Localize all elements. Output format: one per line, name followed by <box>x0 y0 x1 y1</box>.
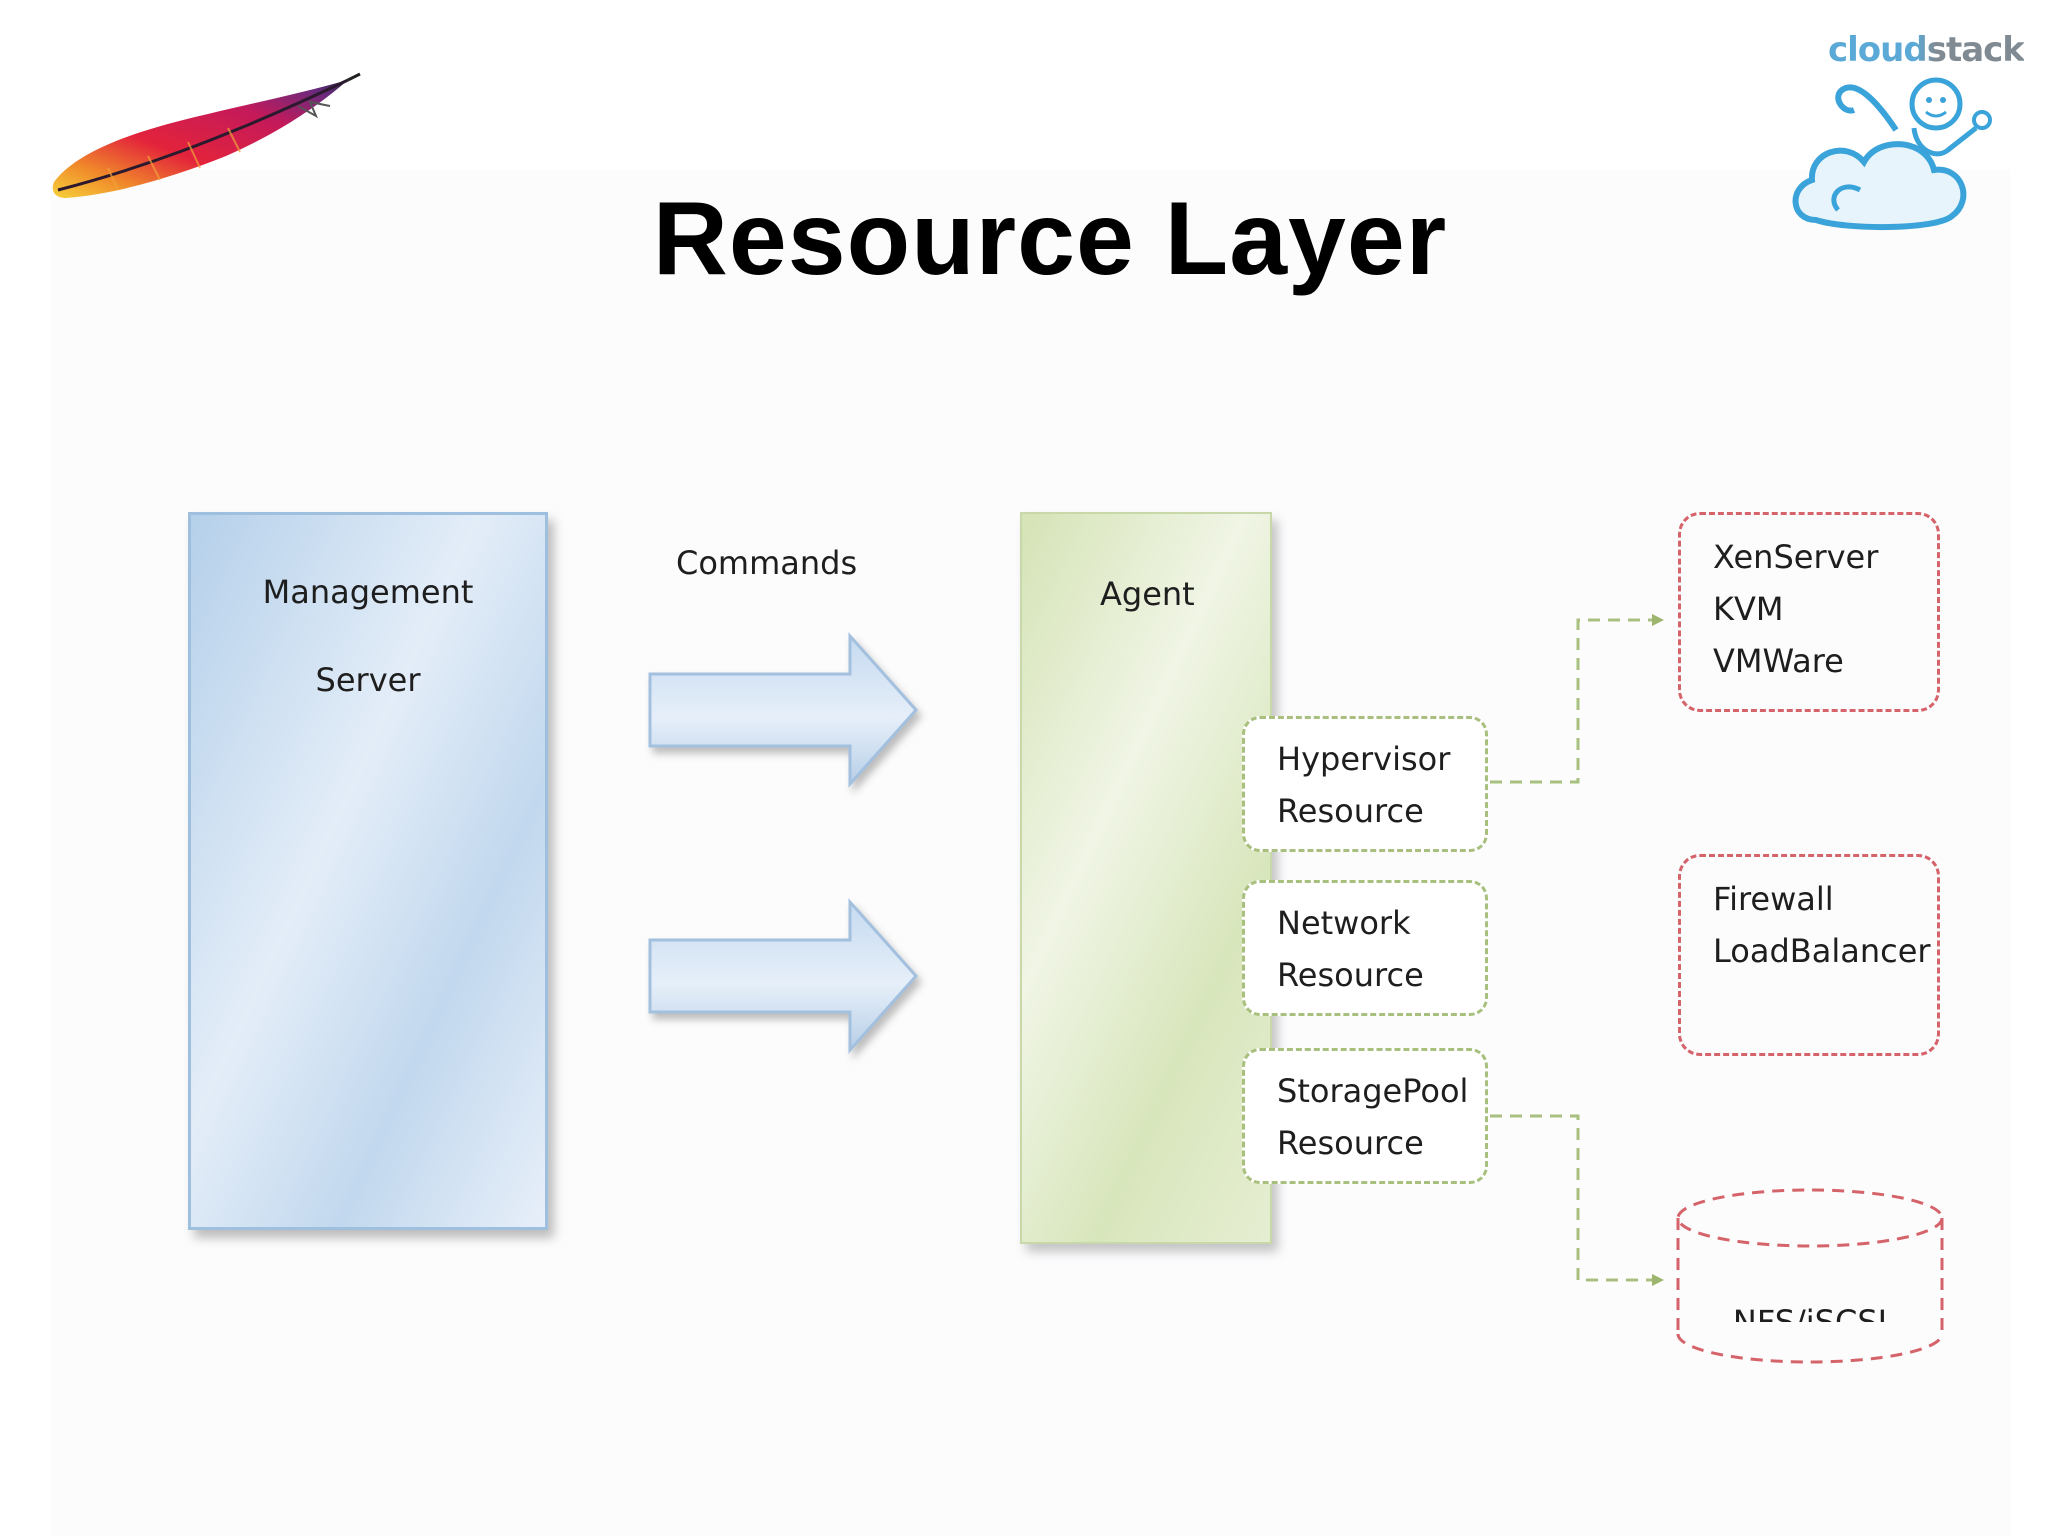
hypervisor-resource-line1: Hypervisor <box>1277 740 1451 778</box>
storage-cylinder-icon <box>1676 1188 1944 1364</box>
management-server-label-line1: Management <box>262 573 474 611</box>
management-server-box <box>188 512 548 1230</box>
agent-box <box>1020 512 1272 1244</box>
command-arrow-top <box>648 632 919 788</box>
hypervisor-target-vmware: VMWare <box>1713 642 1844 680</box>
cloudstack-wordmark: cloudstack <box>1828 30 2025 70</box>
agent-label: Agent <box>1100 575 1195 613</box>
storagepool-resource-box: StoragePool Resource <box>1242 1048 1488 1184</box>
storage-label: NFS/iSCSI <box>1732 1303 1888 1322</box>
storage-label-clip: NFS/iSCSI <box>1690 1296 1930 1322</box>
network-target-loadbalancer: LoadBalancer <box>1713 932 1931 970</box>
network-target-firewall: Firewall <box>1713 880 1834 918</box>
storagepool-resource-line2: Resource <box>1277 1124 1424 1162</box>
cloudstack-monkey-icon <box>1792 77 1992 231</box>
hypervisor-targets-box: XenServer KVM VMWare <box>1678 512 1940 712</box>
hypervisor-target-kvm: KVM <box>1713 590 1784 628</box>
network-resource-box: Network Resource <box>1242 880 1488 1016</box>
hypervisor-target-xenserver: XenServer <box>1713 538 1879 576</box>
commands-label: Commands <box>676 544 858 582</box>
command-arrow-bottom <box>648 898 919 1054</box>
hypervisor-resource-line2: Resource <box>1277 792 1424 830</box>
slide-title: Resource Layer <box>652 181 1448 297</box>
cloudstack-wordmark-text: cloudstack <box>1828 30 2025 70</box>
network-resource-line1: Network <box>1277 904 1411 942</box>
hypervisor-connector-arrow <box>1490 614 1664 784</box>
hypervisor-resource-box: Hypervisor Resource <box>1242 716 1488 852</box>
management-server-label-line2: Server <box>315 661 421 699</box>
apache-feather-icon <box>52 72 361 198</box>
storagepool-resource-line1: StoragePool <box>1277 1072 1469 1110</box>
network-targets-box: Firewall LoadBalancer <box>1678 854 1940 1056</box>
network-resource-line2: Resource <box>1277 956 1424 994</box>
storage-connector-arrow <box>1490 1114 1664 1286</box>
